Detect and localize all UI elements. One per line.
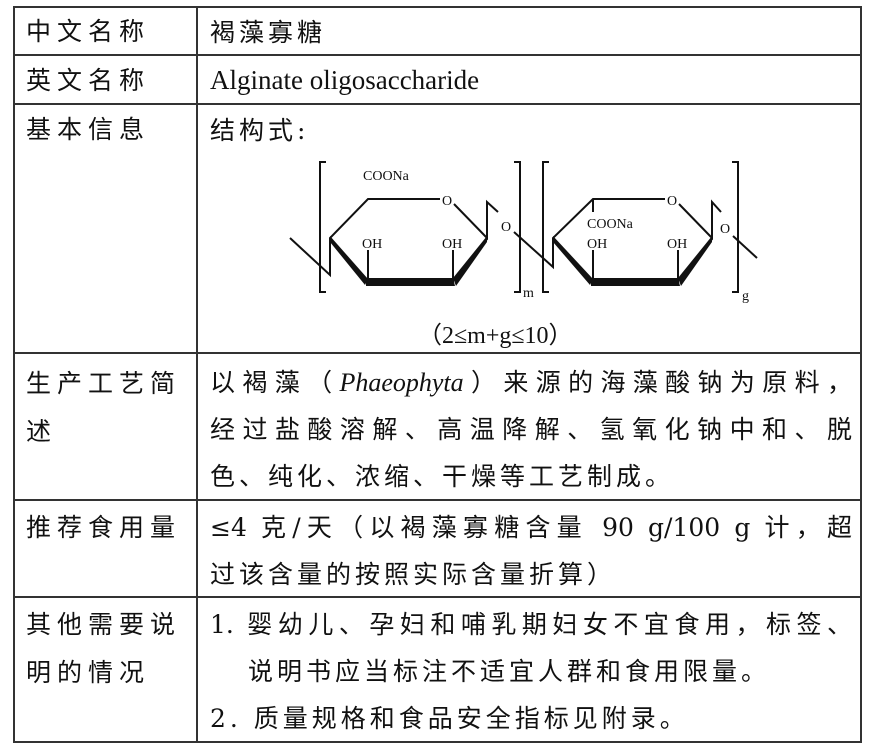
- ring-oxygen-1: O: [442, 194, 452, 209]
- text-line: 以褐藻（Phaeophyta）来源的海藻酸钠为原料，: [210, 359, 852, 406]
- coona-label-1: COONa: [363, 169, 410, 184]
- text-line: 经过盐酸溶解、高温降解、氢氧化钠中和、脱: [210, 415, 852, 444]
- row-divider: [13, 499, 862, 501]
- label-line: 生产工艺简: [26, 369, 182, 398]
- oh-label: OH: [667, 237, 687, 252]
- info-table: [13, 6, 862, 743]
- note-item-1-continued: 说明书应当标注不适宜人群和食用限量。: [248, 657, 771, 686]
- coona-label-2: COONa: [587, 217, 634, 232]
- label-basic-info: 基本信息: [26, 115, 151, 144]
- value-recommended-intake: ≤4 克/天（以褐藻寡糖含量 90 g/100 g 计，超 过该含量的按照实际含…: [210, 504, 852, 598]
- text-line: 色、纯化、浓缩、干燥等工艺制成。: [210, 462, 675, 491]
- label-line: 明的情况: [26, 658, 151, 687]
- row-divider: [13, 54, 862, 56]
- row-divider: [13, 596, 862, 598]
- note-item-1: 1. 婴幼儿、孕妇和哺乳期妇女不宜食用，标签、: [210, 610, 852, 639]
- label-chinese-name: 中文名称: [26, 17, 151, 46]
- subscript-g: g: [742, 289, 749, 304]
- polymer-condition: （2≤m+g≤10）: [418, 323, 573, 349]
- label-english-name: 英文名称: [26, 66, 151, 95]
- glycosidic-oxygen-2: O: [720, 222, 730, 237]
- label-line: 述: [26, 417, 58, 446]
- oh-label: OH: [587, 237, 607, 252]
- value-other-notes: 1. 婴幼儿、孕妇和哺乳期妇女不宜食用，标签、 说明书应当标注不适宜人群和食用限…: [210, 601, 852, 742]
- value-chinese-name: 褐藻寡糖: [210, 18, 327, 47]
- oh-label: OH: [442, 237, 462, 252]
- glycosidic-oxygen-1: O: [501, 220, 511, 235]
- label-recommended-intake: 推荐食用量: [26, 513, 182, 542]
- latin-name: Phaeophyta: [339, 368, 464, 397]
- structure-formula-label: 结构式:: [210, 116, 310, 145]
- structure-diagram: COONa O O OH OH m COONa O O OH OH g （2≤m…: [289, 161, 758, 349]
- oh-label: OH: [362, 237, 382, 252]
- text-line: ≤4 克/天（以褐藻寡糖含量 90 g/100 g 计，超: [210, 513, 852, 542]
- note-item-2: 2. 质量规格和食品安全指标见附录。: [210, 704, 689, 733]
- value-english-name: Alginate oligosaccharide: [210, 65, 480, 95]
- row-divider: [13, 103, 862, 105]
- label-other-notes: 其他需要说 明的情况: [26, 601, 190, 697]
- column-divider: [196, 6, 198, 743]
- text-segment: ）来源的海藻酸钠为原料，: [463, 368, 852, 397]
- text-segment: 以褐藻（: [210, 368, 340, 397]
- label-production-process: 生产工艺简 述: [26, 360, 190, 456]
- text-line: 过该含量的按照实际含量折算）: [210, 560, 617, 589]
- row-divider: [13, 352, 862, 354]
- value-production-process: 以褐藻（Phaeophyta）来源的海藻酸钠为原料， 经过盐酸溶解、高温降解、氢…: [210, 359, 852, 500]
- ring-oxygen-2: O: [667, 194, 677, 209]
- subscript-m: m: [523, 286, 534, 301]
- label-line: 其他需要说: [26, 610, 182, 639]
